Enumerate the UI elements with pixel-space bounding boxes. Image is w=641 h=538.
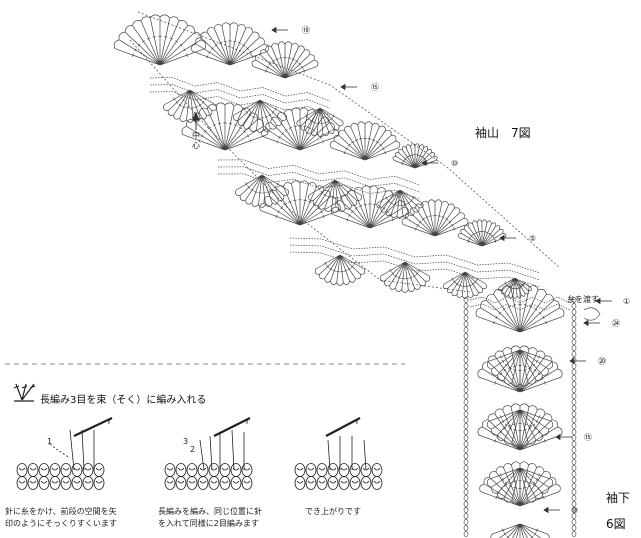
step2-number-3: 3 xyxy=(183,437,189,446)
center-label-top: 中 xyxy=(192,131,200,140)
step1-caption-2: 印のようにそっくりすくいます xyxy=(5,519,117,528)
row-marker-15: ⑮ xyxy=(371,83,379,92)
instruction-illustration-step3 xyxy=(294,417,383,490)
under-sleeve-chart xyxy=(463,283,601,538)
under-sleeve-label: 袖下 xyxy=(606,491,631,505)
row-marker-5: ⑤ xyxy=(529,234,537,243)
row-marker-1: ① xyxy=(623,297,631,306)
center-arrow-icon xyxy=(192,111,200,130)
figure-6-label: 6図 xyxy=(606,517,626,531)
center-label-bottom: 心 xyxy=(192,141,200,150)
instruction-illustration-step2 xyxy=(164,417,253,490)
sleeve-cap-label: 袖山 7図 xyxy=(475,126,531,140)
instruction-title: 長編み3目を束（そく）に編み入れる xyxy=(40,395,207,406)
row-marker-24: ㉔ xyxy=(612,319,620,328)
row-marker-arrows xyxy=(271,26,612,514)
step2-number-2: 2 xyxy=(190,445,196,454)
sleeve-cap-chart xyxy=(113,11,561,299)
row-marker-20: ⑳ xyxy=(598,357,606,366)
row-marker-10: ⑩ xyxy=(451,159,459,168)
step3-caption: でき上がりです xyxy=(305,507,361,516)
instruction-illustration-step1 xyxy=(16,417,113,490)
step1-number: 1 xyxy=(47,437,53,446)
row-marker-10b: ⑩ xyxy=(571,506,579,515)
step2-caption-1: 長編みを編み、同じ位置に針 xyxy=(158,507,262,516)
step1-caption-1: 針に糸をかけ、前段の空間を矢 xyxy=(5,507,117,516)
triple-treble-symbol-icon xyxy=(13,383,36,402)
row-marker-15b: ⑮ xyxy=(584,433,592,442)
join-yarn-note: 糸を渡す xyxy=(567,295,599,304)
row-marker-18: ⑱ xyxy=(302,26,310,35)
step2-caption-2: を入れて同様に2目編みます xyxy=(158,519,259,528)
